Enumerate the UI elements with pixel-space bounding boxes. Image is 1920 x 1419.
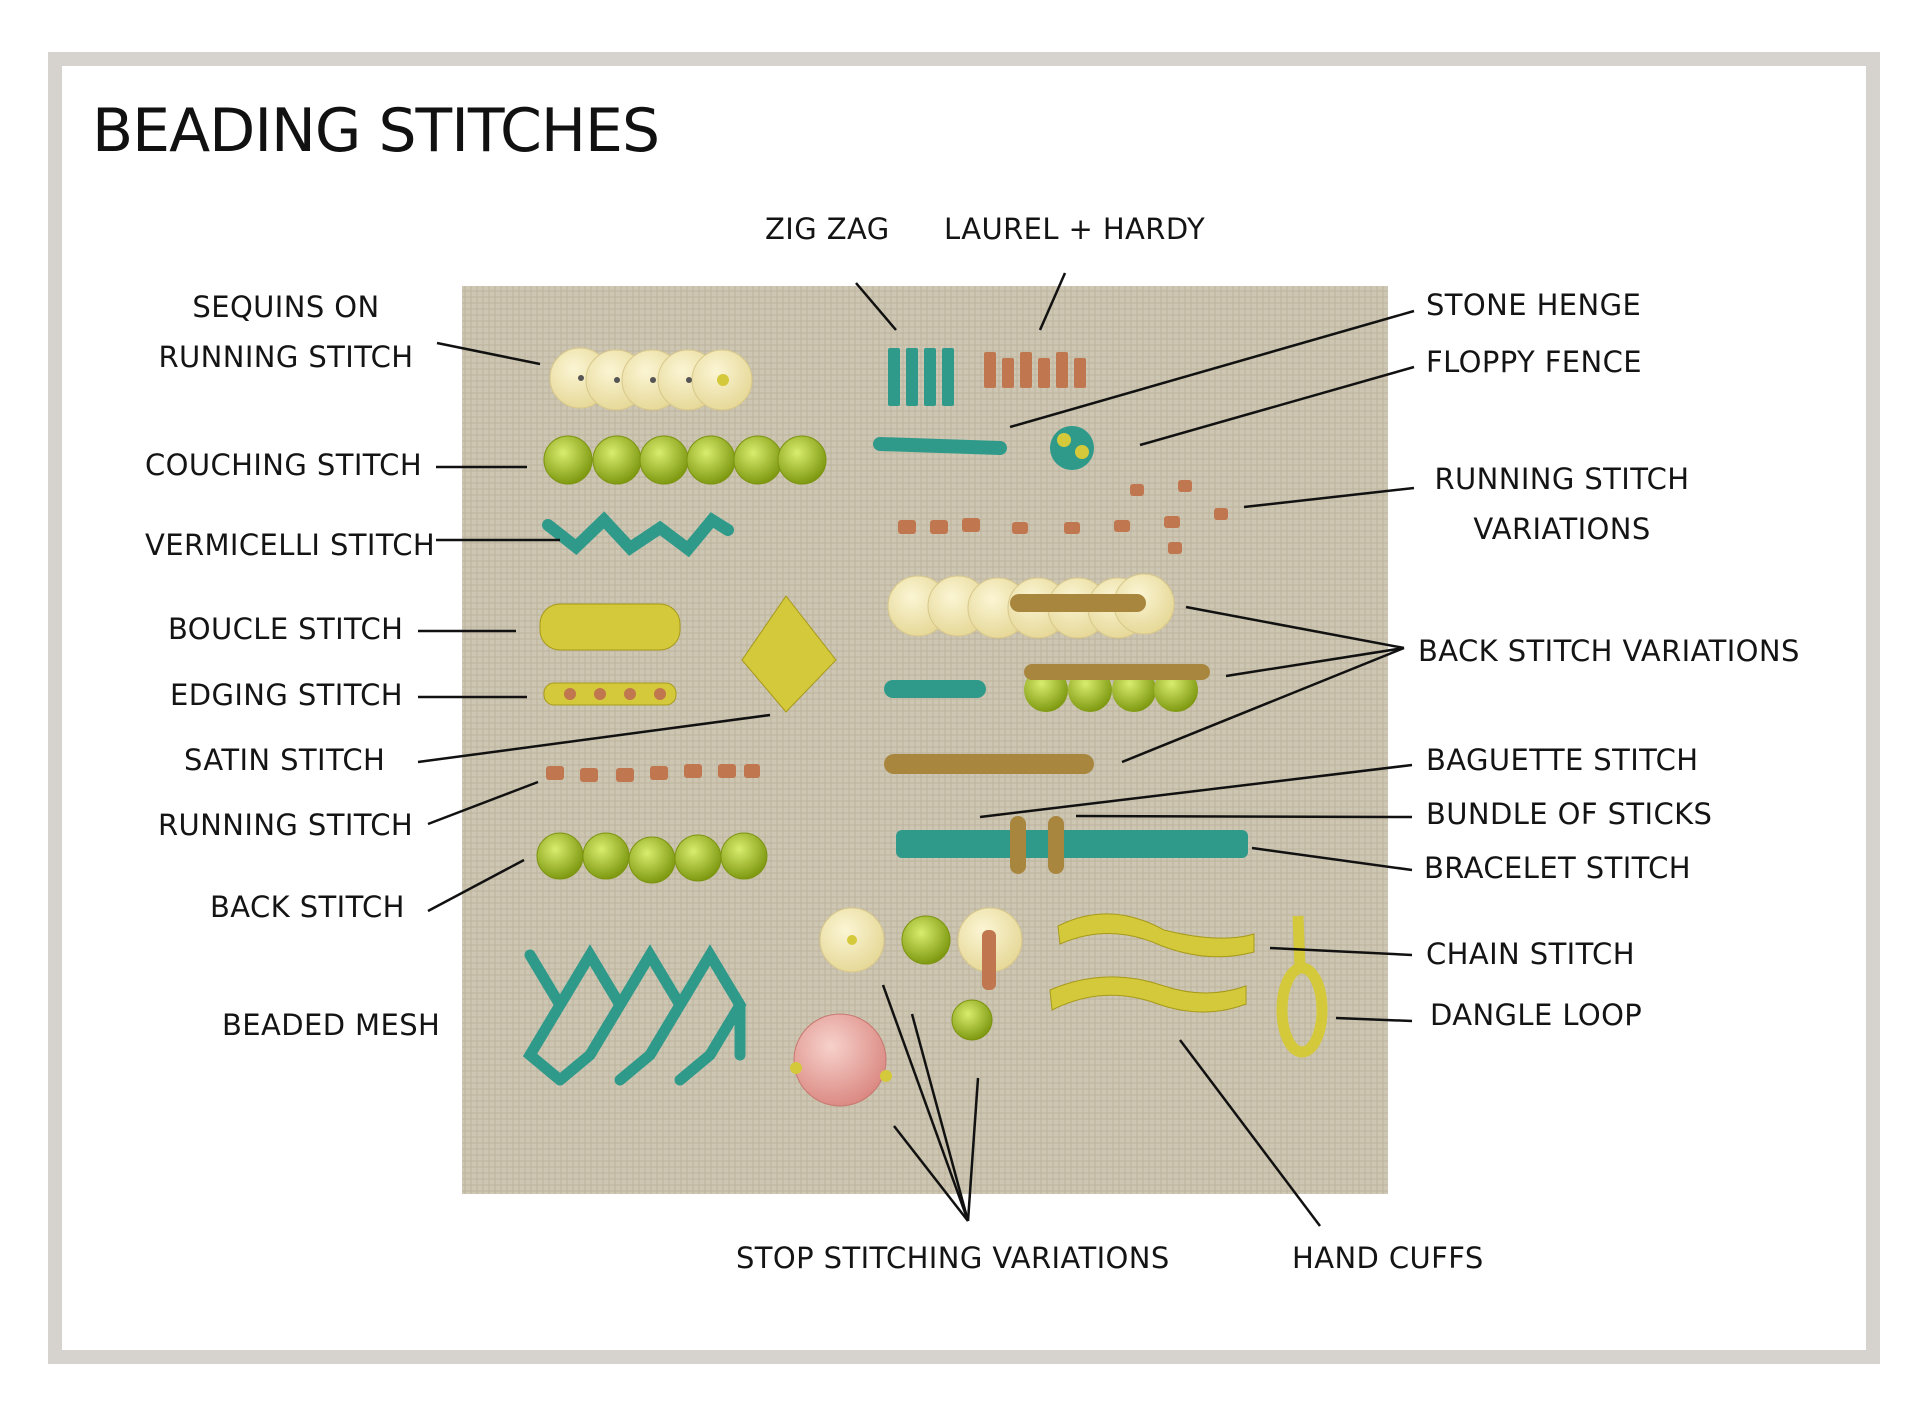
- baguette-bracelet-sample: [896, 816, 1248, 874]
- running-stitch-sample: [546, 764, 760, 782]
- label-back: BACK STITCH: [210, 890, 405, 924]
- stop-stitching-sample: [790, 907, 1023, 1107]
- back-stitch-sample: [536, 832, 768, 884]
- beaded-mesh-sample: [522, 944, 747, 1086]
- label-stop-variations: STOP STITCHING VARIATIONS: [736, 1241, 1170, 1275]
- label-dangle-loop: DANGLE LOOP: [1430, 998, 1643, 1032]
- label-chain: CHAIN STITCH: [1426, 937, 1635, 971]
- label-couching: COUCHING STITCH: [145, 448, 423, 482]
- label-bracelet: BRACELET STITCH: [1424, 851, 1691, 885]
- label-stone-henge: STONE HENGE: [1426, 288, 1642, 322]
- laurel-hardy-sample: [984, 352, 1086, 388]
- vermicelli-sample: [542, 511, 734, 558]
- page-title: BEADING STITCHES: [92, 96, 660, 166]
- label-boucle: BOUCLE STITCH: [168, 612, 404, 646]
- zigzag-sample: [888, 348, 954, 406]
- chain-cuffs-dangle-sample: [1049, 913, 1328, 1058]
- label-bundle: BUNDLE OF STICKS: [1426, 797, 1713, 831]
- running-variations-sample: [898, 480, 1228, 554]
- label-baguette: BAGUETTE STITCH: [1426, 743, 1699, 777]
- satin-diamond-sample: [741, 595, 837, 713]
- label-edging: EDGING STITCH: [170, 678, 404, 712]
- back-variations-sample: [884, 573, 1210, 774]
- sequins-running-sample: [549, 347, 753, 411]
- label-running-variations: RUNNING STITCH VARIATIONS: [1434, 462, 1690, 546]
- label-satin: SATIN STITCH: [184, 743, 386, 777]
- label-running: RUNNING STITCH: [158, 808, 414, 842]
- stone-henge-sample: [873, 437, 1007, 455]
- label-beaded-mesh: BEADED MESH: [222, 1008, 441, 1042]
- label-hand-cuffs: HAND CUFFS: [1292, 1241, 1484, 1275]
- label-floppy-fence: FLOPPY FENCE: [1426, 345, 1642, 379]
- label-zig-zag: ZIG ZAG: [765, 212, 890, 246]
- couching-sample: [543, 435, 827, 485]
- boucle-edging-sample: [539, 603, 681, 706]
- label-back-variations: BACK STITCH VARIATIONS: [1418, 634, 1800, 668]
- label-laurel-hardy: LAUREL + HARDY: [944, 212, 1206, 246]
- label-vermicelli: VERMICELLI STITCH: [145, 528, 436, 562]
- leader-lines: [417, 272, 1415, 1227]
- floppy-fence-sample: [1050, 426, 1094, 470]
- label-sequins-running: SEQUINS ON RUNNING STITCH: [158, 290, 414, 374]
